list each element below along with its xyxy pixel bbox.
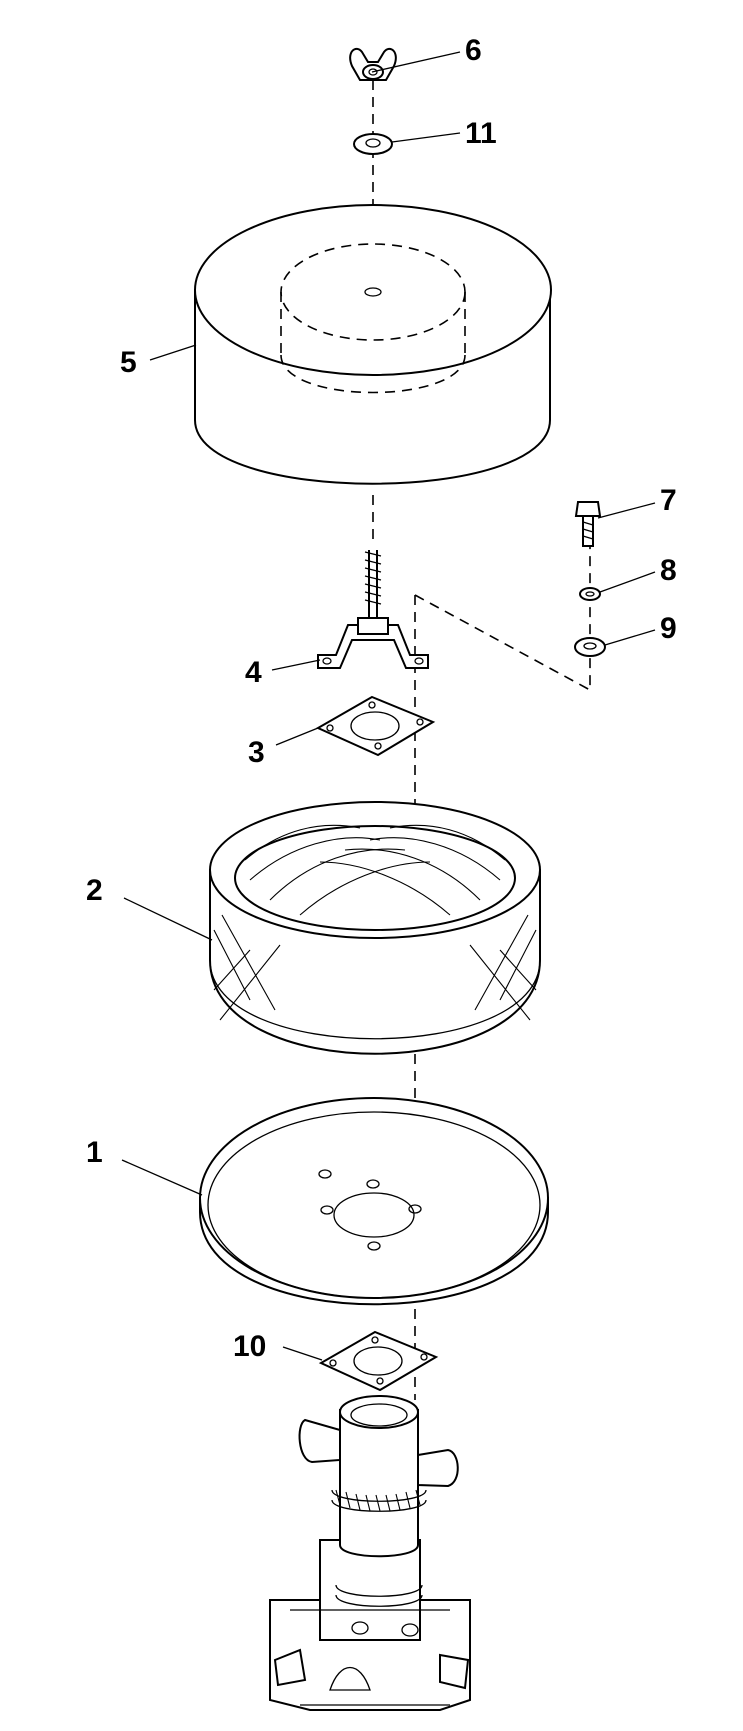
callout-6: 6 [465, 34, 482, 67]
stud-bracket-part [317, 550, 429, 669]
callout-4: 4 [245, 656, 262, 689]
leader-lines [121, 51, 656, 1361]
callout-8: 8 [660, 554, 677, 587]
callout-1: 1 [86, 1136, 103, 1169]
filter-element-part [209, 801, 541, 1055]
callout-3: 3 [248, 736, 265, 769]
air-cleaner-cover-part [194, 204, 552, 485]
callout-11: 11 [465, 117, 497, 150]
callout-5: 5 [120, 346, 137, 379]
bolt-part [574, 501, 602, 547]
callout-labels: 6 11 5 7 8 9 4 3 2 1 10 [86, 34, 677, 1363]
base-plate-part [199, 1097, 549, 1306]
callout-9: 9 [660, 612, 677, 645]
flat-washer-part [574, 637, 606, 657]
washer-top-part [353, 133, 393, 155]
callout-10: 10 [233, 1330, 266, 1363]
callout-2: 2 [86, 874, 103, 907]
carburetor-assembly [269, 1395, 471, 1711]
callout-7: 7 [660, 484, 677, 517]
gasket-lower-part [318, 1330, 439, 1392]
lock-washer-part [579, 587, 601, 601]
wing-nut-part [349, 47, 397, 81]
gasket-upper-part [315, 695, 436, 757]
